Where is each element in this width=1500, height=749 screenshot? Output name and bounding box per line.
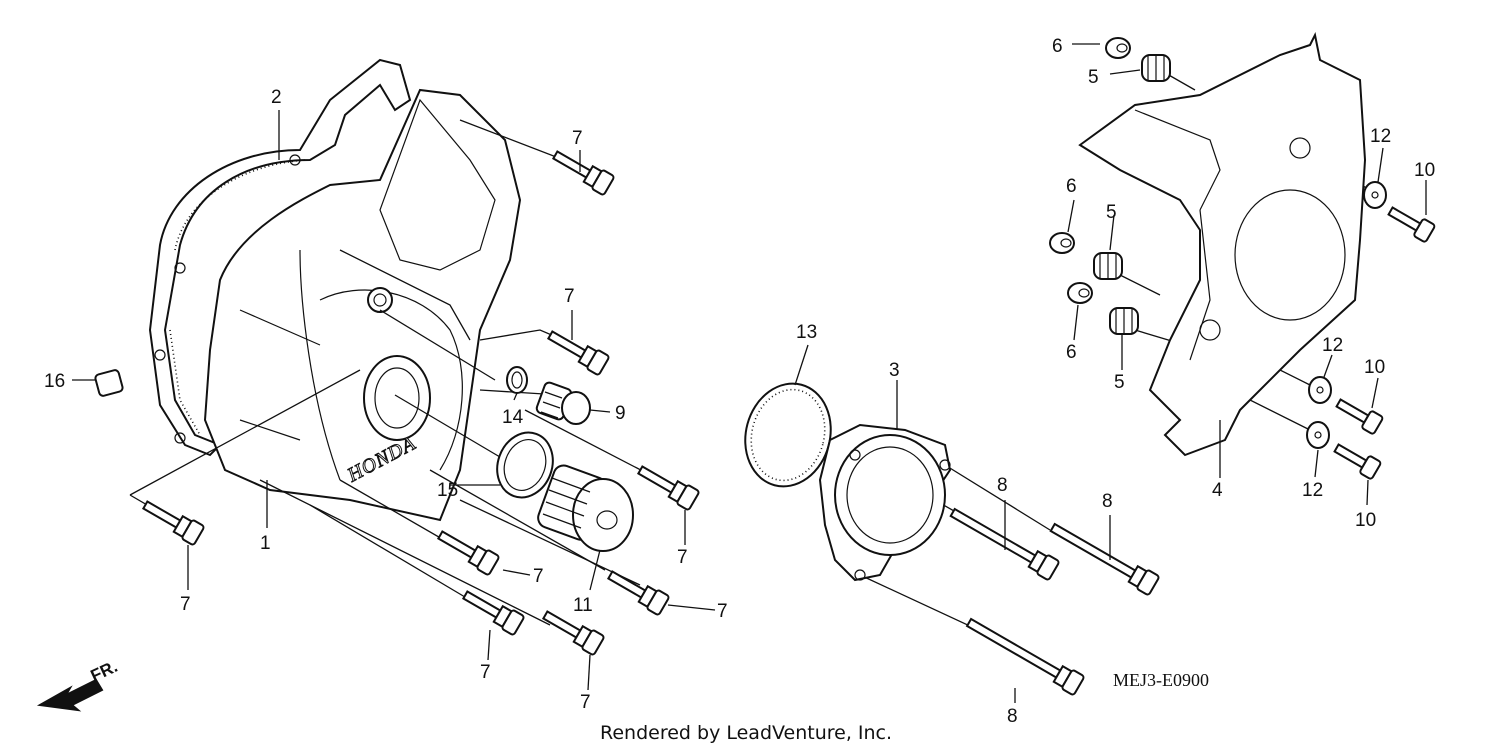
crankcase-cover-part-1: HONDA: [203, 88, 522, 522]
bolt-7-top: [551, 150, 615, 196]
cover-4-fasteners: [1049, 37, 1436, 480]
callout-10-top: 10: [1414, 160, 1435, 181]
callout-5-top: 5: [1088, 67, 1099, 88]
callout-10-mid: 10: [1364, 357, 1385, 378]
washer-12-top: [1363, 181, 1387, 209]
callout-11: 11: [573, 595, 593, 616]
callout-6-mid: 6: [1066, 176, 1077, 197]
bolt-7-b1: [461, 590, 525, 636]
bolt-8-a: [949, 507, 1060, 581]
plug-9: [535, 381, 591, 425]
callout-16: 16: [44, 371, 65, 392]
callout-4: 4: [1212, 480, 1223, 501]
bolt-7-b2: [541, 610, 605, 656]
callout-6-low: 6: [1066, 342, 1077, 363]
render-credit: Rendered by LeadVenture, Inc.: [600, 722, 892, 744]
callout-7-b2: 7: [580, 692, 591, 713]
bolt-10-mid: [1335, 398, 1384, 435]
o-ring-15: [496, 431, 554, 499]
collar-6-top: [1105, 37, 1131, 59]
gasket-part-2: [148, 58, 412, 457]
callout-1: 1: [260, 533, 271, 554]
dowel-pin-16: [94, 369, 124, 397]
callout-5-mid: 5: [1106, 202, 1117, 223]
callout-7-r1: 7: [677, 547, 688, 568]
callout-10-low: 10: [1355, 510, 1376, 531]
callout-numbers: 1 2 3 4 5 5 5 6 6 6 7 7 7 7 7 7 7 7 7 8 …: [44, 36, 1435, 727]
callout-7-b1: 7: [480, 662, 491, 683]
cover-part-3: [818, 423, 952, 582]
callout-12-low: 12: [1302, 480, 1323, 501]
washer-12-low: [1306, 421, 1330, 449]
bolt-7-r2: [436, 530, 500, 576]
callout-13: 13: [796, 322, 817, 343]
callout-5-low: 5: [1114, 372, 1125, 393]
callout-8-b: 8: [1102, 491, 1113, 512]
sprocket-cover-part-4: [1078, 31, 1367, 457]
collar-6-low: [1067, 282, 1093, 304]
callout-7-r3: 7: [717, 601, 728, 622]
bolt-10-top: [1387, 206, 1436, 243]
bolts-8: [949, 507, 1160, 696]
o-ring-13: [744, 382, 832, 488]
collar-6-mid: [1049, 232, 1075, 254]
callout-12-mid: 12: [1322, 335, 1343, 356]
bolt-7-left: [141, 500, 205, 546]
grommet-5-top: [1141, 54, 1171, 82]
plug-11: [537, 464, 634, 552]
bolt-7-r3: [606, 570, 670, 616]
bolts-7: [141, 150, 700, 656]
callout-15: 15: [437, 480, 458, 501]
callout-8-c: 8: [1007, 706, 1018, 727]
leader-lines: [129, 69, 1371, 641]
diagram-code: MEJ3-E0900: [1113, 670, 1209, 690]
bolt-7-r1: [636, 465, 700, 511]
callout-7-r2: 7: [533, 566, 544, 587]
callout-7-left: 7: [180, 594, 191, 615]
front-arrow-icon: [36, 678, 104, 712]
bolt-7-mid: [546, 330, 610, 376]
bolt-10-low: [1333, 443, 1382, 480]
callout-3: 3: [889, 360, 900, 381]
grommet-5-mid: [1093, 252, 1123, 280]
front-direction-indicator: FR.: [36, 657, 121, 712]
washer-12-mid: [1308, 376, 1332, 404]
bolt-8-c: [965, 617, 1085, 696]
grommet-5-low: [1109, 307, 1139, 335]
callout-7-top: 7: [572, 128, 583, 149]
callout-leaders: [72, 43, 1427, 703]
o-ring-14: [506, 366, 528, 394]
callout-14: 14: [502, 407, 524, 428]
callout-8-a: 8: [997, 475, 1008, 496]
callout-12-top: 12: [1370, 126, 1391, 147]
cover-3-group: [744, 382, 952, 582]
callout-6-top: 6: [1052, 36, 1063, 57]
callout-7-mid: 7: [564, 286, 575, 307]
callout-9: 9: [615, 403, 626, 424]
callout-2: 2: [271, 87, 282, 108]
bolt-8-b: [1049, 522, 1160, 596]
